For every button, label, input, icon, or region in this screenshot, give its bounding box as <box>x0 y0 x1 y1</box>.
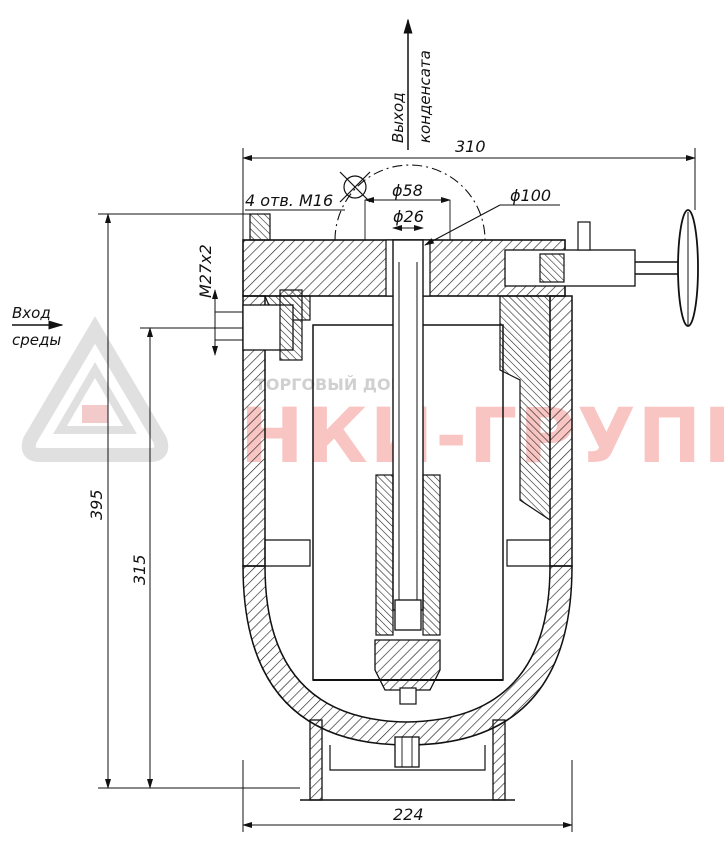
watermark-brand: НКИ-ГРУПП <box>240 391 724 480</box>
dim-diameter-100 <box>424 204 560 246</box>
dim-base-width-label: 224 <box>393 805 424 824</box>
dim-total-height-label: 395 <box>87 489 106 520</box>
dim-total-width-label: 310 <box>455 137 486 156</box>
central-tube <box>375 239 441 636</box>
dim-inlet-height-label: 315 <box>130 554 149 585</box>
thread-label: М27х2 <box>196 244 215 298</box>
dim-diameter-58-label: ϕ58 <box>392 181 423 200</box>
outlet-label-line2: конденсата <box>416 50 434 143</box>
side-valve <box>504 221 683 287</box>
dim-total-width <box>242 148 696 240</box>
watermark-tagline: ТОРГОВЫЙ ДОМ <box>255 375 407 394</box>
dim-diameter-26-label: ϕ26 <box>393 207 424 226</box>
dim-base-width <box>242 760 573 832</box>
holes-label: 4 отв. М16 <box>245 191 333 210</box>
inlet-label-line1: Вход <box>12 304 51 322</box>
outlet-label-line1: Выход <box>389 92 407 143</box>
drain-valve <box>374 599 441 768</box>
inlet-label-line2: среды <box>12 331 61 349</box>
dim-inlet-height <box>140 327 243 789</box>
base-skirt <box>300 719 515 801</box>
dim-diameter-100-label: ϕ100 <box>510 186 551 205</box>
watermark-logo <box>21 316 169 462</box>
handwheel <box>677 209 699 327</box>
dim-diameter-58 <box>364 197 451 240</box>
dim-total-height <box>98 213 300 789</box>
